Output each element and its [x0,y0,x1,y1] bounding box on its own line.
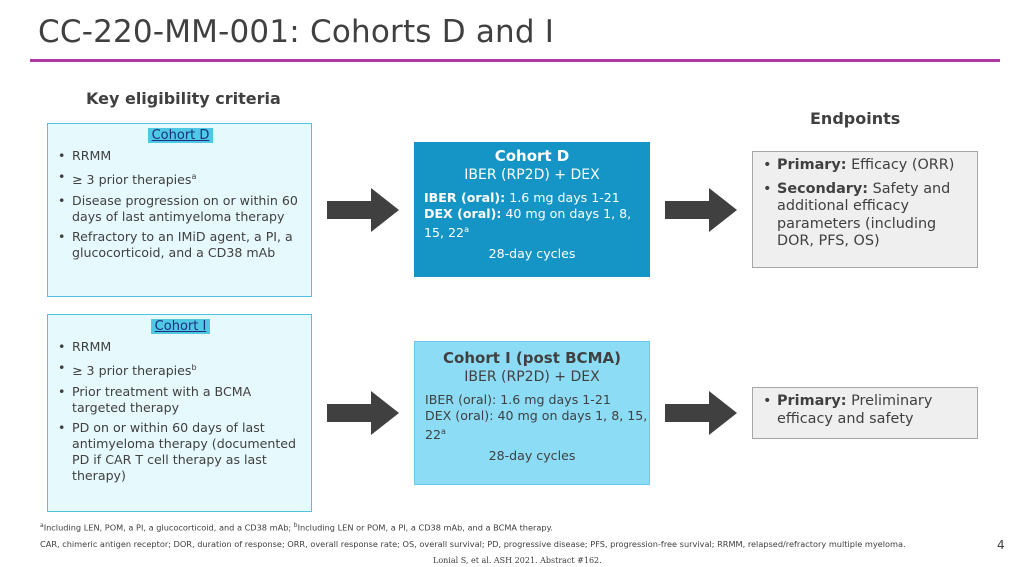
cohort-i-criteria-label: Cohort I [150,319,211,334]
iber-dose: IBER (oral): 1.6 mg days 1-21 [425,392,611,407]
title-divider [30,59,1000,62]
footnote-marker: a [464,225,469,234]
criteria-item: RRMM [58,148,303,164]
iber-dose: IBER (oral): 1.6 mg days 1-21 [424,190,620,205]
page-number: 4 [997,538,1005,552]
right-arrow-icon [327,391,399,435]
primary-endpoint: Primary: Efficacy (ORR) [761,157,969,175]
cohort-i-title: Cohort I (post BCMA) [443,349,621,367]
cohort-i-criteria-box: Cohort I RRMM ≥ 3 prior therapiesb Prior… [47,314,312,512]
criteria-item: ≥ 3 prior therapiesa [58,169,303,188]
endpoints-heading: Endpoints [810,109,901,128]
cohort-i-endpoints-box: Primary: Preliminary efficacy and safety [752,387,978,439]
cohort-d-title: Cohort D [494,147,570,165]
cycle-length: 28-day cycles [488,448,576,464]
criteria-item: PD on or within 60 days of last antimyel… [58,420,303,483]
dex-dose: DEX (oral): 40 mg on days 1, 8, 15, 22a [425,408,648,443]
cohort-i-criteria-list: RRMM ≥ 3 prior therapiesb Prior treatmen… [58,339,303,484]
footnote-marker: a [191,171,197,181]
criteria-item: Disease progression on or within 60 days… [58,193,303,225]
right-arrow-icon [665,391,737,435]
criteria-item: Prior treatment with a BCMA targeted the… [58,384,303,416]
reference: Lonial S, et al. ASH 2021. Abstract #162… [433,556,602,565]
criteria-item: RRMM [58,339,303,355]
primary-endpoint: Primary: Preliminary efficacy and safety [761,393,969,428]
cycle-length: 28-day cycles [488,246,576,262]
right-arrow-icon [327,188,399,232]
cohort-d-criteria-box: Cohort D RRMM ≥ 3 prior therapiesa Disea… [47,123,312,297]
dex-dose: DEX (oral): 40 mg on days 1, 8, 15, 22a [424,206,632,241]
eligibility-heading: Key eligibility criteria [86,89,281,108]
right-arrow-icon [665,188,737,232]
cohort-d-endpoints-box: Primary: Efficacy (ORR) Secondary: Safet… [752,151,978,268]
footnote-marker: b [191,362,197,372]
footnote-ab: aIncluding LEN, POM, a PI, a glucocortic… [40,522,553,533]
cohort-d-regimen: IBER (RP2D) + DEX [464,167,600,183]
criteria-item: Refractory to an IMiD agent, a PI, a glu… [58,229,303,261]
page-title: CC-220-MM-001: Cohorts D and I [38,14,555,50]
cohort-d-treatment-box: Cohort D IBER (RP2D) + DEX IBER (oral): … [414,142,650,277]
footnote-abbreviations: CAR, chimeric antigen receptor; DOR, dur… [40,539,906,549]
secondary-endpoint: Secondary: Safety and additional efficac… [761,181,969,251]
cohort-i-treatment-box: Cohort I (post BCMA) IBER (RP2D) + DEX I… [414,341,650,485]
cohort-d-criteria-label: Cohort D [147,128,214,143]
footnote-marker: a [441,427,446,436]
criteria-item: ≥ 3 prior therapiesb [58,360,303,379]
cohort-d-criteria-list: RRMM ≥ 3 prior therapiesa Disease progre… [58,148,303,261]
cohort-i-regimen: IBER (RP2D) + DEX [464,369,600,385]
